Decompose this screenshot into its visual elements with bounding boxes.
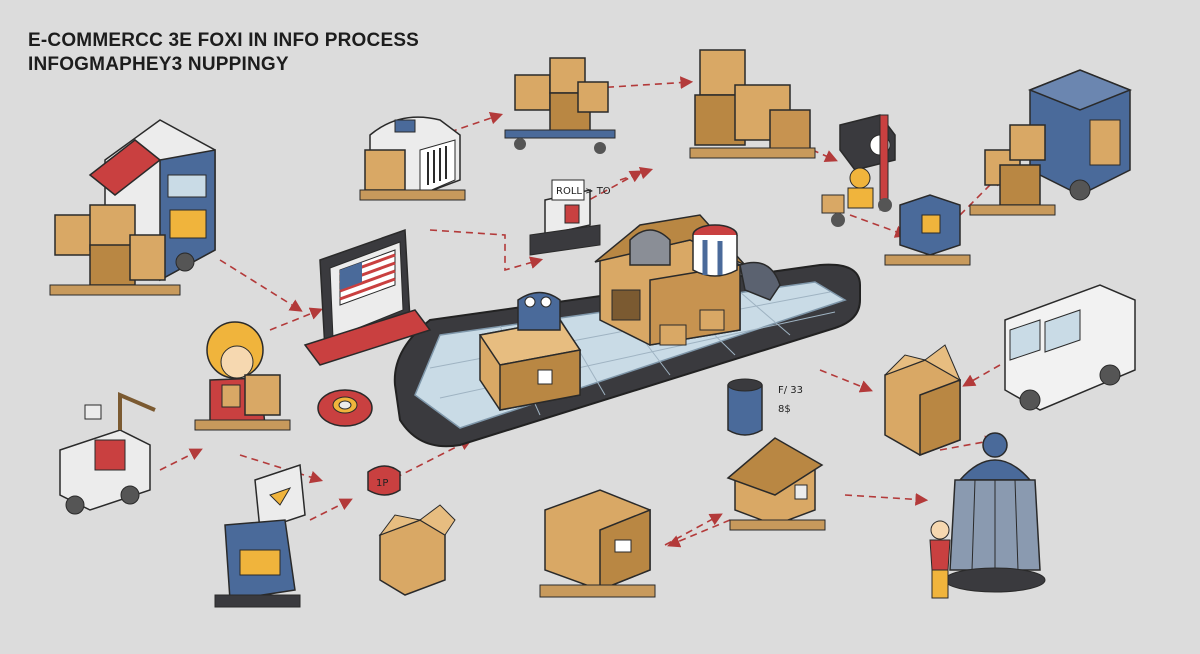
trash-bin-icon (727, 378, 763, 436)
white-van (1004, 284, 1136, 411)
us-flag-icon (339, 249, 396, 306)
house-icon (726, 437, 826, 531)
pos-device: ROLL > TO (529, 179, 611, 256)
token-label: 1P (376, 478, 388, 489)
arrow-kiosk-to-token (309, 498, 353, 521)
note-bottom: 8$ (778, 404, 791, 415)
arrow-token-to-platform (394, 438, 473, 479)
flow-arrows (159, 76, 1003, 548)
tape-roll-icon (317, 389, 373, 427)
worker-person (194, 321, 291, 431)
delivery-truck-top (969, 69, 1133, 216)
central-platform (393, 214, 861, 448)
token-icon: 1P (367, 465, 401, 496)
open-box-right (884, 344, 962, 457)
arrow-van-to-openbox (962, 364, 1001, 387)
arrow-person-to-laptop (269, 307, 323, 331)
laptop-flag (303, 228, 432, 366)
arrow-laptop-to-device (429, 229, 544, 272)
arrow-crate-to-truck (959, 172, 1003, 216)
robot-cart (59, 391, 156, 515)
dome-tower (944, 432, 1046, 593)
arrow-robotcart-to-person (159, 448, 203, 471)
label-printer (359, 116, 466, 201)
cart-with-boxes (504, 57, 616, 154)
arrow-openbox-to-tower (939, 435, 999, 451)
arrow-person-to-kiosk (239, 454, 324, 484)
box-stack-store (49, 204, 181, 296)
infographic-subtitle: INFOGMAPHEY3 NUPPINGY (28, 54, 289, 75)
arrow-device-up (619, 166, 654, 181)
box-stack-top (689, 49, 816, 159)
arrow-scanner-to-cart (449, 112, 504, 133)
open-box-bottom (378, 504, 456, 596)
person-red (929, 520, 951, 599)
arrow-store-to-laptop (219, 259, 303, 312)
arrow-house-to-tower (844, 493, 929, 506)
box-pallet-bottom (539, 489, 656, 598)
arrow-forklift-to-crate (849, 214, 909, 238)
arrow-cart-to-boxes (594, 76, 694, 89)
forklift (821, 114, 896, 227)
arrow-platform-to-openbox (819, 369, 873, 393)
arrow-house-to-pallet (667, 519, 731, 548)
device-screen-text: ROLL > TO (556, 186, 611, 197)
crate-machine (884, 194, 971, 266)
kiosk-robot (214, 463, 306, 608)
note-top: F/ 33 (778, 385, 803, 396)
arrow-pallet-to-house (664, 513, 723, 546)
infographic-title: E-COMMERCC 3E FOXI IN INFO PROCESS (28, 30, 420, 51)
